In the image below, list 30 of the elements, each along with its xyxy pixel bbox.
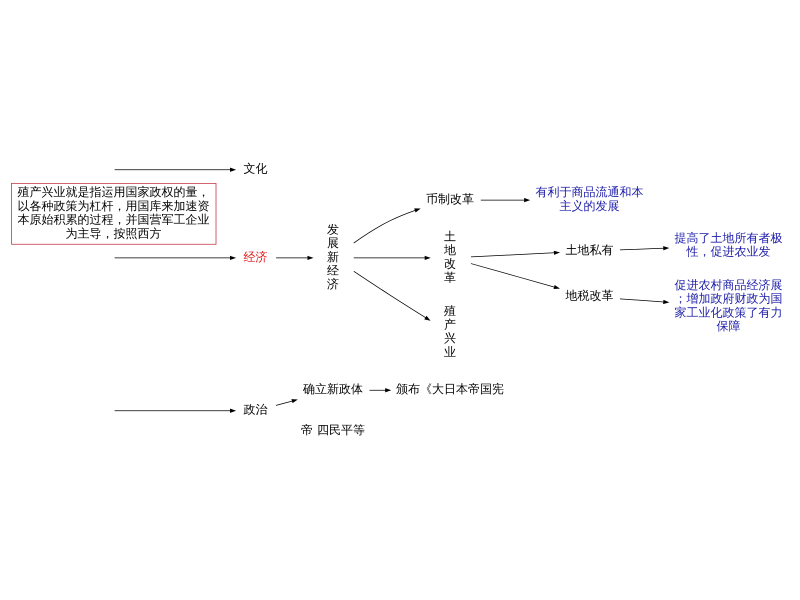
arrow xyxy=(114,167,236,172)
node-text: 土地私有 xyxy=(565,242,614,256)
node-text: 币制改革 xyxy=(426,192,474,206)
node-text: 地税改革 xyxy=(565,288,614,302)
arrow xyxy=(114,408,236,412)
node-text: 殖产兴业 xyxy=(444,303,456,358)
arrow xyxy=(369,388,392,392)
node-text: 促进农村商品经济展；增加政府财政为国家工业化政策了有力保障 xyxy=(674,277,782,332)
arrow xyxy=(470,262,560,289)
arrow xyxy=(276,255,314,260)
arrow xyxy=(353,255,431,260)
arrow xyxy=(114,255,236,260)
arrow xyxy=(353,270,431,320)
arrow xyxy=(470,250,560,257)
node-box: 殖产兴业就是指运用国家政权的量，以各种政策为杠杆，用国库来加速资本原始积累的过程，并国营军工企业为主导，按照西方 xyxy=(11,182,216,244)
arrow xyxy=(620,246,670,250)
node-text: 文化 xyxy=(244,161,268,176)
node-text: 颁布《大日本帝国宪 xyxy=(396,382,504,396)
node-text: 政治 xyxy=(244,402,268,416)
node-text: 发展新经济 xyxy=(327,222,340,291)
arrow xyxy=(276,398,298,406)
node-text: 经济 xyxy=(244,249,268,264)
arrow xyxy=(480,198,530,202)
node-text: 土地改革 xyxy=(444,228,456,284)
label: 帝 四民平等 xyxy=(301,422,366,437)
arrow xyxy=(620,298,670,304)
node-text: 有利于商品流通和本主义的发展 xyxy=(535,184,644,212)
node-text: 确立新政体 xyxy=(303,382,364,396)
arrow xyxy=(353,208,421,243)
node-text: 提高了土地所有者极性，促进农业发 xyxy=(674,230,782,258)
